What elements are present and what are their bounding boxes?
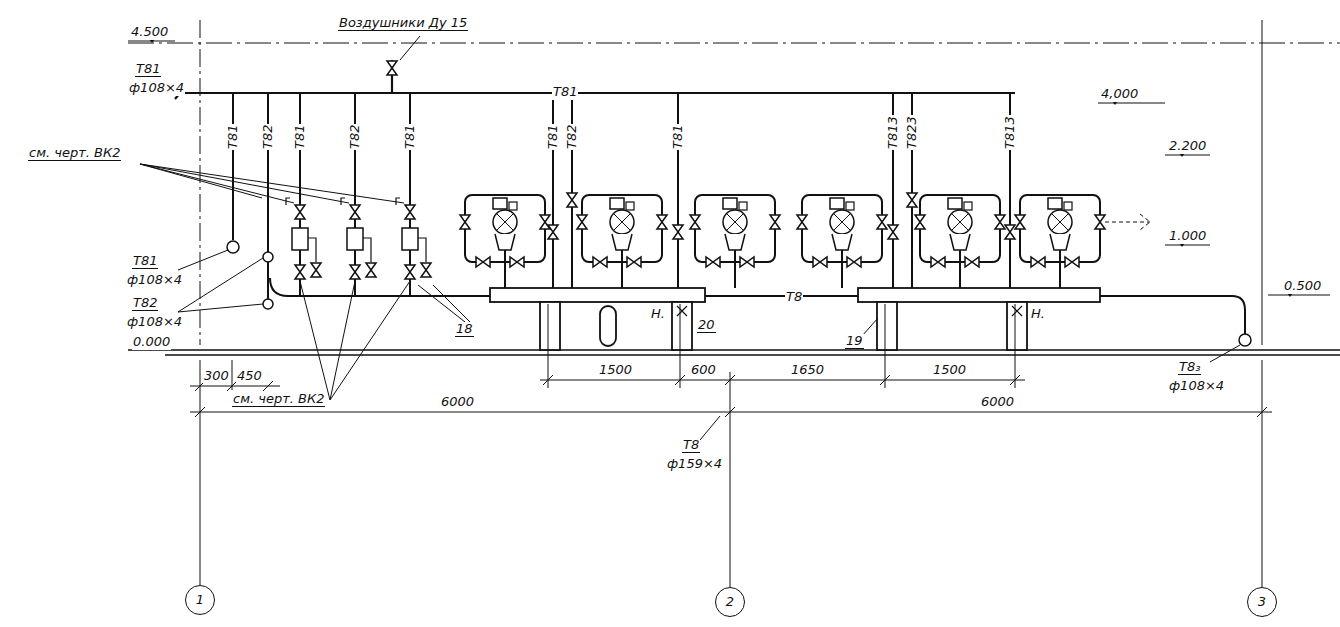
drawing-label: Н. [650,306,666,322]
drawing-label: Т8₃ [1178,360,1201,375]
drawing-label: см. черт. ВК2 [28,146,121,161]
drawing-label: ф108×4 [1168,378,1225,394]
axis-number: 2 [726,594,734,610]
axis-marker: 1 [185,585,215,615]
drawing-label: Т813 [885,115,901,150]
axis-marker: 2 [715,587,745,617]
axis-lines [128,20,1340,587]
axis-number: 3 [1258,594,1266,610]
drawing-label: см. черт. ВК2 [232,392,325,407]
drawing-label: 1500 [598,362,633,378]
drawing-label: Т81 [545,124,561,150]
drawing-label: ф108×4 [126,272,183,288]
drawing-label: 6000 [980,394,1015,410]
drawing-label: Т82 [260,124,276,150]
drawing-label: 1650 [790,362,825,378]
drawing-label: Т82 [564,124,580,150]
air-vent-valve [387,61,397,75]
drawing-label: Т81 [670,124,686,150]
drawing-label: Т8 [785,289,803,305]
drawing-label: 300 [203,368,230,384]
drawing-label: Т8 [682,438,700,453]
drawing-label: ф108×4 [128,80,185,96]
pipe-ends [227,241,1251,346]
pumps [460,195,1105,288]
drawing-label: Т81 [402,124,418,150]
drawing-label: 19 [845,334,864,349]
drawing-label: Т82 [132,296,158,311]
drawing-label: ф108×4 [126,314,183,330]
branch-pipes [233,93,1245,334]
axis-marker: 3 [1247,587,1277,617]
drawing-label: Н. [1030,306,1046,322]
level-marks [128,30,1330,350]
drawing-label: 450 [236,368,263,384]
leader-lines [140,36,1240,440]
drawing-label: 6000 [440,394,475,410]
drawing-label: 20 [697,318,716,333]
level-mark: 4.500 [130,24,169,40]
drawing-label: ф159×4 [666,456,723,472]
drawing-label: 4,000 [1100,86,1139,102]
drawing-label: Т81 [225,124,241,150]
valve-assemblies [286,198,431,279]
drawing-label: 0.000 [132,334,171,350]
drawing-label: Т81 [132,254,158,269]
drawing-label: 1.000 [1168,228,1207,244]
drawing-label: Т81 [292,124,308,150]
drawing-label: 18 [455,322,474,337]
drawing-label: Т82 [347,124,363,150]
drawing-label: 2.200 [1168,138,1207,154]
drawing-label: 600 [690,362,717,378]
dimension-lines [190,304,1272,417]
drawing-label: Т813 [1002,115,1018,150]
floor-line [128,350,1340,355]
manifolds [490,288,1100,350]
drawing-label: Т81 [135,62,161,77]
drawing-label: 1500 [932,362,967,378]
drawing-label: Т823 [904,115,920,150]
axis-number: 1 [196,592,204,608]
drawing-label: 0.500 [1283,278,1322,294]
drawing-label: Воздушники Ду 15 [338,16,468,31]
drawing-label: Т81 [552,84,578,100]
dashed-leader [1105,214,1150,230]
